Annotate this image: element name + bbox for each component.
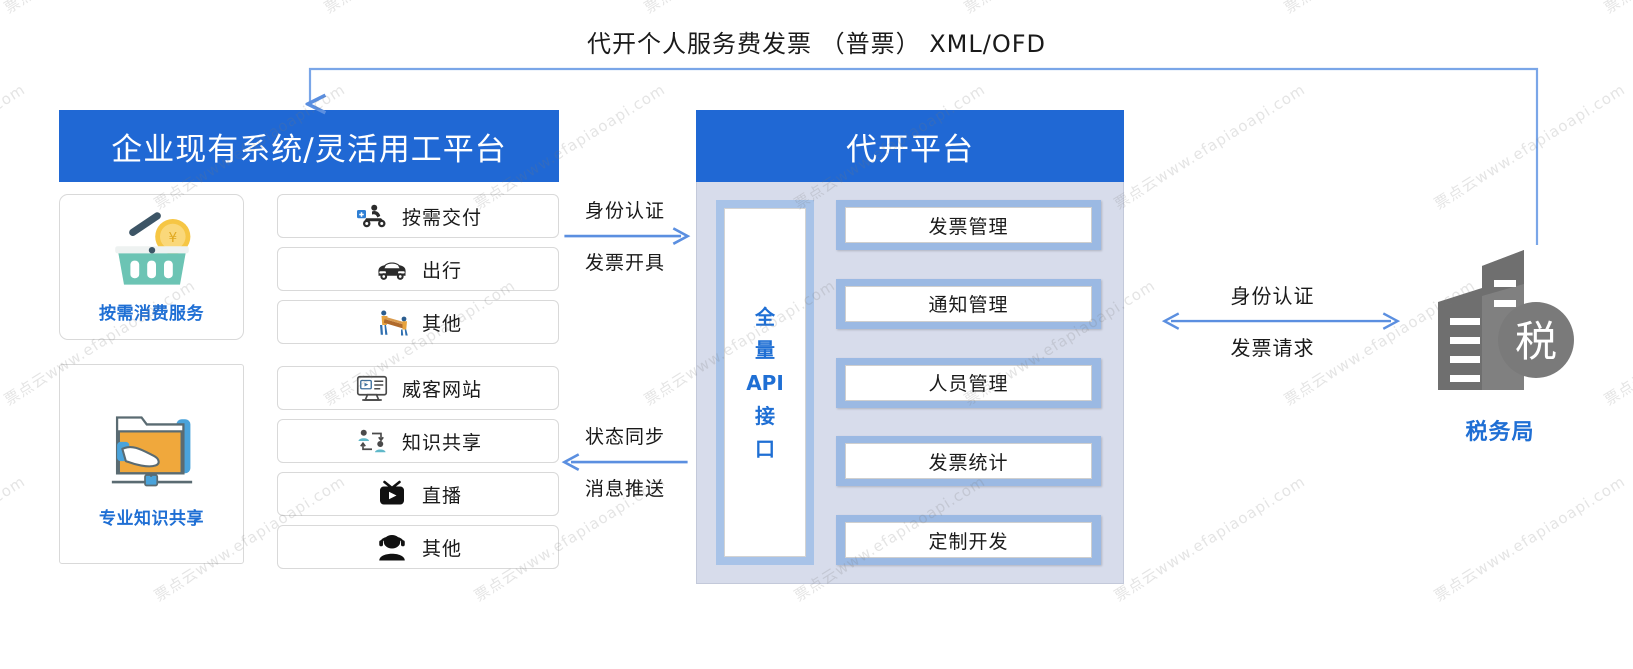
delivery-scooter-icon [356,204,386,228]
service-group-knowledge: 威客网站 知识共享 [277,366,559,569]
platform-module-list: 发票管理 通知管理 人员管理 发票统计 定制开发 [836,200,1101,565]
api-interface-inner: 全 量 API 接 口 [724,208,806,557]
service-item-other-knowledge[interactable]: 其他 [277,525,559,569]
api-label-char: 全 [755,304,775,329]
service-item-label: 直播 [421,484,462,507]
enterprise-panel-body: ¥ 按需消费服务 [59,194,559,569]
flow-label-top: 身份认证 [1230,284,1315,308]
enterprise-system-panel: 企业现有系统/灵活用工平台 ¥ 按需消费服务 [59,110,559,569]
service-group-on-demand: 按需交付 出行 [277,194,559,344]
module-label: 发票管理 [845,207,1092,243]
watermark-text: 票点云www.efapiaoapi.com [1431,472,1629,605]
flow-label-bottom: 发票请求 [1230,336,1315,360]
watermark-text: 票点云www.efapiaoapi.com [1280,0,1479,18]
watermark-text: 票点云www.efapiaoapi.com [1600,0,1633,18]
watermark-text: 票点云www.efapiaoapi.com [960,0,1159,18]
government-building-icon: 税 [1438,250,1574,390]
headset-person-icon [379,535,405,561]
watermark-text: 票点云www.efapiaoapi.com [0,472,29,605]
service-item-label: 威客网站 [401,378,482,401]
platform-panel-title: 代开平台 [696,110,1124,182]
flow-label-bottom: 消息推送 [584,478,665,500]
module-label: 人员管理 [845,364,1092,401]
svg-text:¥: ¥ [168,230,177,246]
platform-panel: 代开平台 全 量 API 接 口 发票管理 通知管理 人员管理 发票统计 [696,110,1124,584]
tax-badge-text: 税 [1515,317,1557,366]
category-label: 专业知识共享 [99,508,204,529]
shopping-basket-coin-icon: ¥ [114,211,190,285]
api-label-char: 量 [755,337,775,362]
watermark-text: 票点云www.efapiaoapi.com [1431,80,1629,213]
service-item-lists: 按需交付 出行 [277,194,559,569]
module-label: 定制开发 [845,522,1092,558]
flow-enterprise-to-platform: 身份认证 发票开具 [560,198,691,276]
service-item-other-ondemand[interactable]: 其他 [277,300,559,344]
platform-module-invoice-statistics[interactable]: 发票统计 [836,436,1101,487]
api-label-char: API [746,370,784,395]
watermark-text: 票点云www.efapiaoapi.com [0,80,29,213]
watermark-text: 票点云www.efapiaoapi.com [1601,276,1633,409]
service-item-witkey-site[interactable]: 威客网站 [277,366,559,410]
arrow-bidirectional-icon [1161,312,1401,330]
service-item-knowledge-sharing[interactable]: 知识共享 [277,419,559,463]
api-label-char: 口 [755,436,775,461]
category-label: 按需消费服务 [99,303,204,324]
mover-icon [379,310,408,336]
category-card-knowledge[interactable]: 专业知识共享 [59,364,244,564]
flow-label-bottom: 发票开具 [584,252,665,274]
module-label: 通知管理 [845,285,1092,322]
service-item-travel[interactable]: 出行 [277,247,559,291]
service-item-on-demand-delivery[interactable]: 按需交付 [277,194,559,238]
watermark-text: 票点云www.efapiaoapi.com [0,0,199,18]
watermark-text: 票点云www.efapiaoapi.com [1111,472,1309,605]
flow-platform-to-tax-bureau: 身份认证 发票请求 [1160,283,1401,361]
tax-bureau-node: 税 税务局 [1400,240,1600,446]
category-card-list: ¥ 按需消费服务 [59,194,244,569]
tv-play-icon [379,480,404,505]
api-interface-column[interactable]: 全 量 API 接 口 [716,200,814,565]
flow-platform-to-enterprise: 状态同步 消息推送 [560,424,690,502]
service-item-label: 按需交付 [401,206,482,229]
api-label-char: 接 [755,403,775,428]
service-item-label: 其他 [421,537,462,560]
module-label: 发票统计 [845,443,1092,480]
platform-module-custom-development[interactable]: 定制开发 [836,515,1101,565]
platform-module-personnel-management[interactable]: 人员管理 [836,357,1101,408]
platform-panel-body: 全 量 API 接 口 发票管理 通知管理 人员管理 发票统计 定制开发 [696,182,1124,584]
service-item-label: 其他 [421,312,462,335]
flow-label-top: 状态同步 [584,426,665,448]
people-exchange-icon [358,429,386,453]
service-item-livestream[interactable]: 直播 [277,472,559,516]
tax-bureau-label: 税务局 [1465,420,1535,445]
watermark-text: 票点云www.efapiaoapi.com [1111,80,1309,213]
monitor-icon [356,375,388,401]
service-item-label: 知识共享 [401,431,482,454]
top-flow-label: 代开个人服务费发票 （普票） XML/OFD [586,30,1047,58]
folder-handshake-icon [111,415,192,486]
car-icon [378,262,406,280]
category-card-on-demand[interactable]: ¥ 按需消费服务 [59,194,244,340]
platform-module-notification-management[interactable]: 通知管理 [836,278,1101,329]
platform-module-invoice-management[interactable]: 发票管理 [836,200,1101,250]
arrow-right-icon [564,227,691,245]
flow-label-top: 身份认证 [584,200,665,222]
watermark-text: 票点云www.efapiaoapi.com [320,0,519,18]
arrow-left-icon [561,453,688,471]
service-item-label: 出行 [421,259,462,282]
enterprise-panel-title: 企业现有系统/灵活用工平台 [59,110,559,182]
watermark-text: 票点云www.efapiaoapi.com [640,0,839,18]
